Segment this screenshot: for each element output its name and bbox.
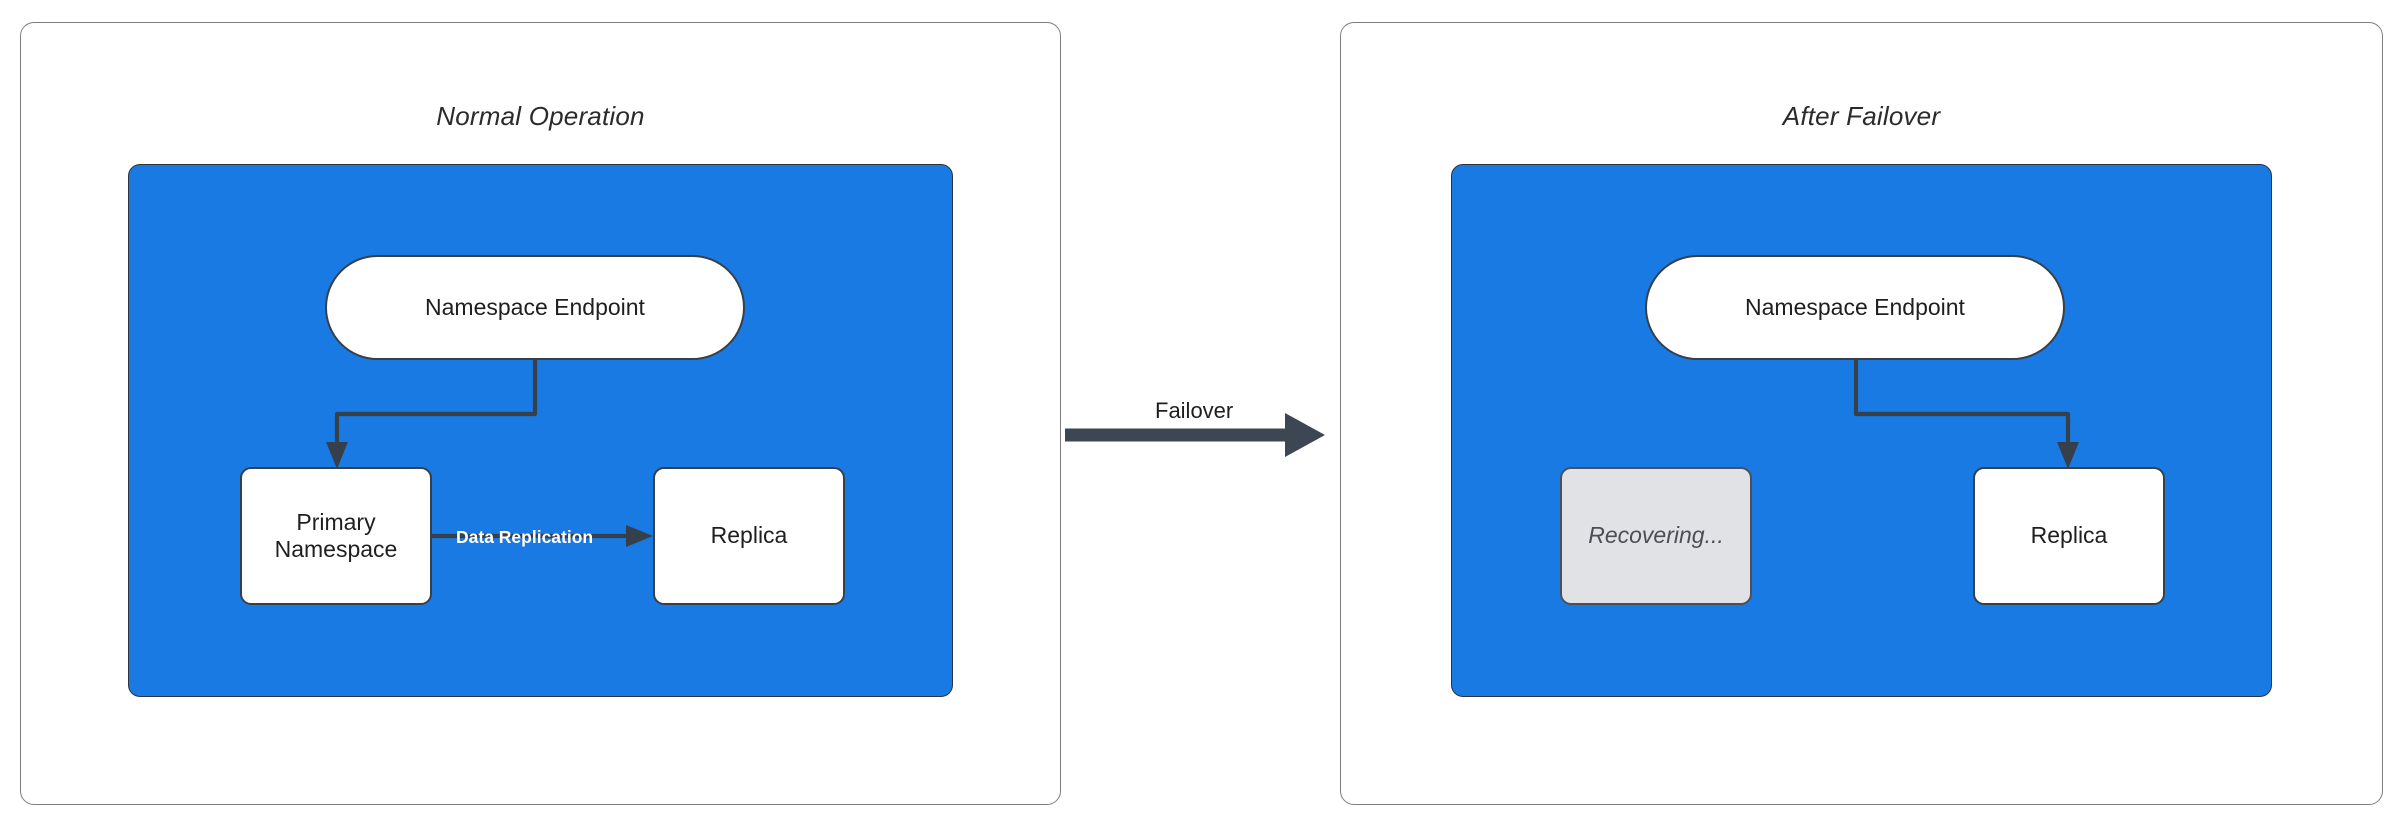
node-label: Namespace Endpoint <box>425 293 645 320</box>
node-namespace-endpoint-failover[interactable]: Namespace Endpoint <box>1645 255 2065 360</box>
transition-label-failover: Failover <box>1155 398 1234 423</box>
node-label: Primary Namespace <box>275 509 398 563</box>
node-label: Recovering... <box>1588 522 1724 549</box>
transition-arrowhead <box>1285 413 1325 457</box>
node-label-line1: Primary <box>296 508 376 535</box>
node-namespace-endpoint-normal[interactable]: Namespace Endpoint <box>325 255 745 360</box>
panel-title-normal-operation: Normal Operation <box>436 101 645 131</box>
edge-label-data-replication: Data Replication <box>456 527 594 547</box>
blue-region-after-failover <box>1451 164 2272 697</box>
panel-title-after-failover: After Failover <box>1782 101 1941 131</box>
node-replica-failover[interactable]: Replica <box>1973 467 2165 605</box>
node-primary-namespace[interactable]: Primary Namespace <box>240 467 432 605</box>
node-replica-normal[interactable]: Replica <box>653 467 845 605</box>
node-label: Replica <box>710 522 788 549</box>
node-label-line2: Namespace <box>274 536 398 562</box>
node-label: Replica <box>2030 522 2108 549</box>
blue-region-normal-operation <box>128 164 953 697</box>
node-recovering[interactable]: Recovering... <box>1560 467 1752 605</box>
node-label: Namespace Endpoint <box>1745 293 1965 320</box>
